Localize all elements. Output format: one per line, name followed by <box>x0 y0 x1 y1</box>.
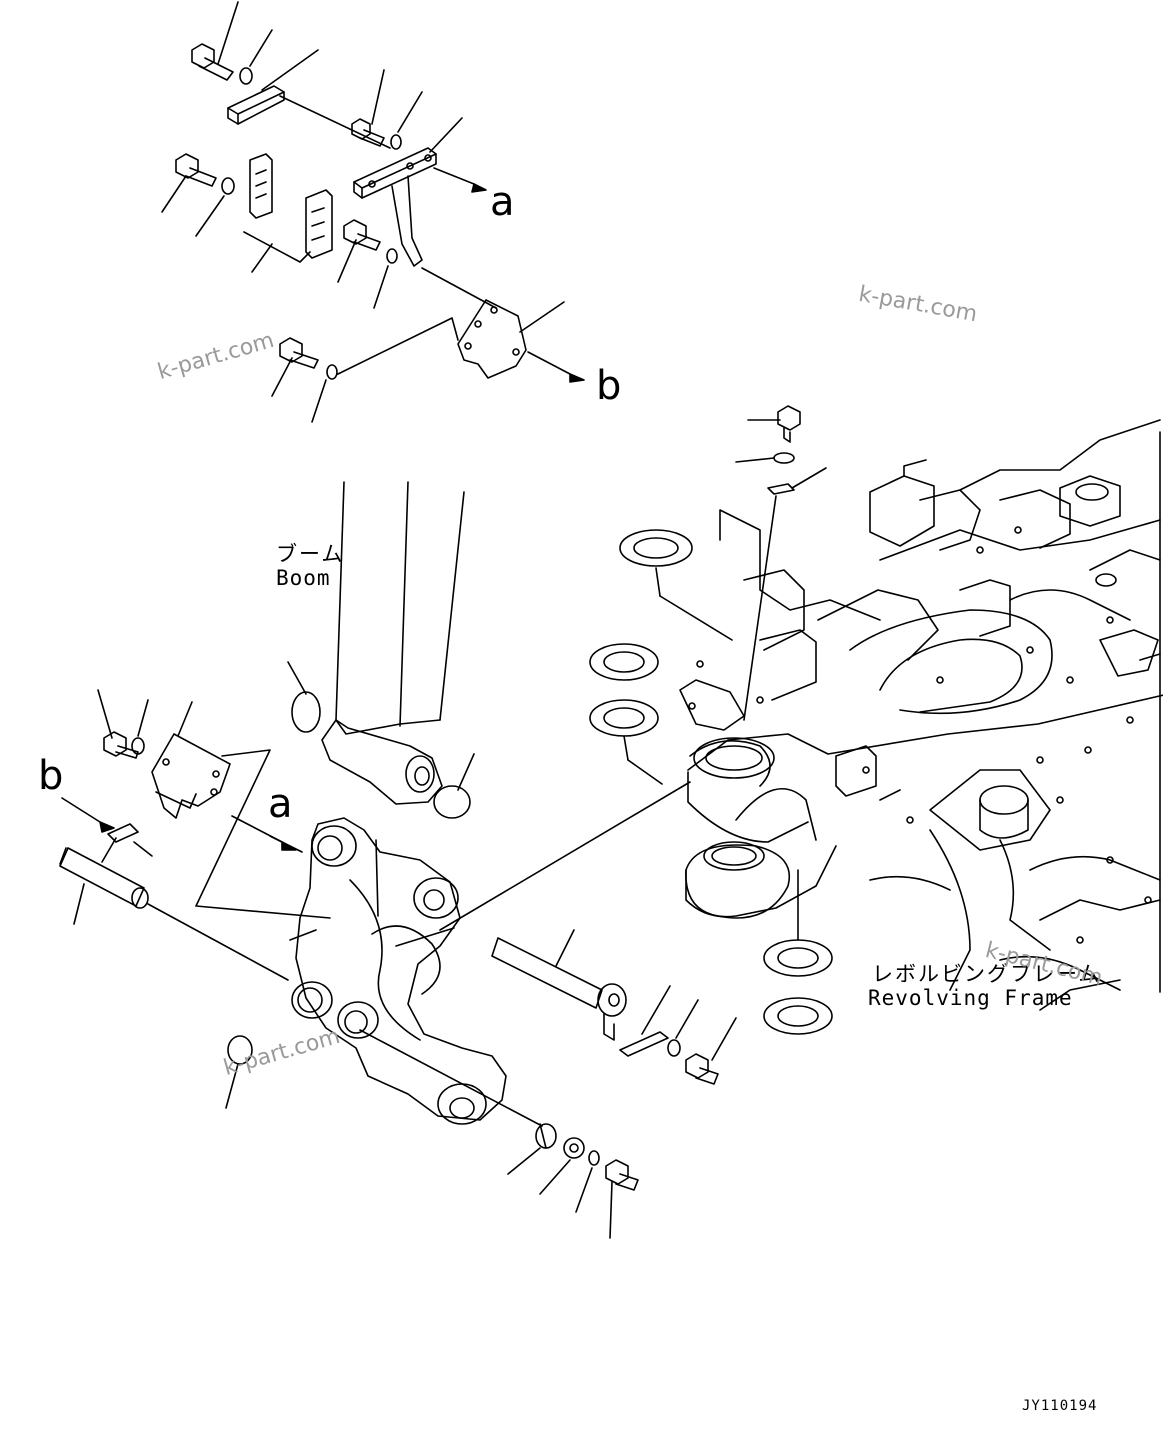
top-bolt-1 <box>191 1 239 81</box>
lower-pin-parts <box>359 1029 639 1239</box>
left-pin <box>59 797 289 981</box>
callout-b-lower: b <box>38 753 64 799</box>
frame-label-jp: レボルビングフレーム <box>872 962 1102 986</box>
plate-bolt <box>271 317 459 423</box>
frame-shims <box>589 529 833 1035</box>
swing-pin <box>439 781 691 1041</box>
lower-ring <box>225 1035 253 1109</box>
boom-label-jp: ブーム <box>276 542 345 566</box>
boom-shims <box>287 661 475 819</box>
left-washer-1 <box>195 177 235 237</box>
top-washer-2 <box>390 91 423 150</box>
mounting-plate-b <box>421 267 585 383</box>
revolving-frame <box>679 419 1163 1011</box>
clip-pair <box>243 153 333 273</box>
swing-bracket <box>231 815 507 1125</box>
swing-pin-lock <box>619 985 737 1085</box>
top-washer-1 <box>239 29 273 85</box>
left-washer-2 <box>373 248 398 309</box>
left-cover <box>97 689 331 919</box>
drawing-code: JY110194 <box>1022 1398 1098 1414</box>
boom-label-en: Boom <box>276 566 331 590</box>
upper-bracket <box>353 117 487 267</box>
top-clamp-plate <box>227 49 391 149</box>
callout-a-lower: a <box>268 781 293 827</box>
boom-body <box>321 481 465 917</box>
callout-b-upper: b <box>596 363 622 409</box>
callout-a-upper: a <box>490 179 515 225</box>
frame-bolt <box>735 405 827 721</box>
left-bolt-2 <box>337 219 381 283</box>
frame-label-en: Revolving Frame <box>868 986 1073 1010</box>
top-bolt-2 <box>351 69 385 147</box>
left-bolt-1 <box>161 153 217 213</box>
